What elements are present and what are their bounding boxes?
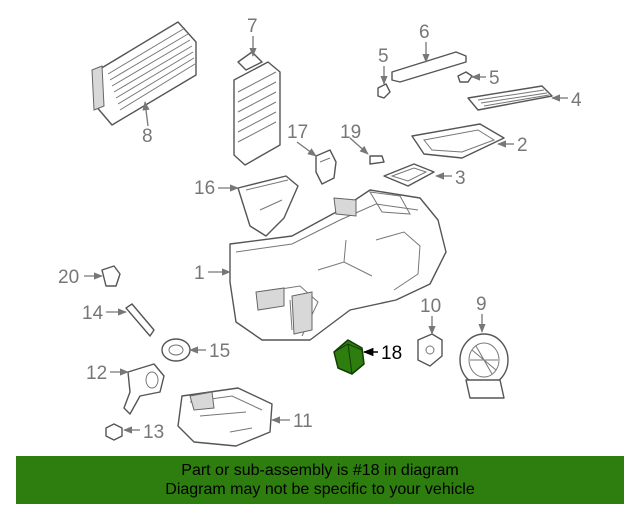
- blower-motor-part: [459, 333, 509, 399]
- screw-part: [369, 155, 385, 165]
- callout-10: 10: [420, 296, 441, 317]
- evaporator-part: [233, 51, 281, 166]
- callout-4: 4: [571, 90, 582, 111]
- callout-14: 14: [82, 303, 104, 324]
- callout-3: 3: [455, 168, 466, 189]
- info-line-disclaimer: Diagram may not be specific to your vehi…: [165, 481, 475, 498]
- grommet-part: [161, 338, 191, 362]
- callout-19: 19: [340, 122, 361, 143]
- callout-7: 7: [247, 16, 258, 37]
- callout-8: 8: [142, 126, 153, 147]
- callout-12: 12: [86, 363, 107, 384]
- heater-core-part: [91, 21, 197, 126]
- temperature-sensor-part: [125, 303, 155, 337]
- small-actuator-part: [417, 333, 443, 367]
- info-banner: Part or sub-assembly is #18 in diagram D…: [16, 456, 624, 504]
- callout-18: 18: [381, 343, 402, 364]
- parts-diagram: 8 7 6 5 5 4 2 3 17 19: [58, 16, 582, 447]
- clip-part-a: [377, 83, 391, 99]
- callout-16: 16: [194, 178, 215, 199]
- bracket-part: [391, 51, 467, 83]
- info-line-part-number: Part or sub-assembly is #18 in diagram: [181, 462, 459, 479]
- actuator-part: [123, 363, 165, 415]
- callout-13: 13: [143, 422, 164, 443]
- clip-part-b: [457, 71, 473, 83]
- callout-15: 15: [209, 341, 230, 362]
- lower-housing-part: [177, 387, 273, 447]
- callout-11: 11: [293, 411, 313, 432]
- callout-5a: 5: [378, 46, 389, 67]
- sensor-part: [315, 149, 337, 185]
- callout-1: 1: [194, 263, 205, 284]
- filter-housing-part: [411, 123, 505, 159]
- filter-part: [467, 85, 553, 111]
- fastener-part: [101, 265, 121, 287]
- callout-6: 6: [419, 22, 430, 43]
- nut-part: [105, 423, 123, 441]
- callout-5b: 5: [489, 68, 500, 89]
- hvac-housing-part: [229, 189, 447, 341]
- callout-2: 2: [517, 135, 528, 156]
- highlighted-module-part-18[interactable]: [333, 339, 365, 375]
- duct-part: [237, 175, 299, 237]
- callout-17: 17: [287, 122, 308, 143]
- callout-20: 20: [58, 267, 79, 288]
- seal-part: [383, 163, 435, 187]
- callout-9: 9: [476, 294, 487, 315]
